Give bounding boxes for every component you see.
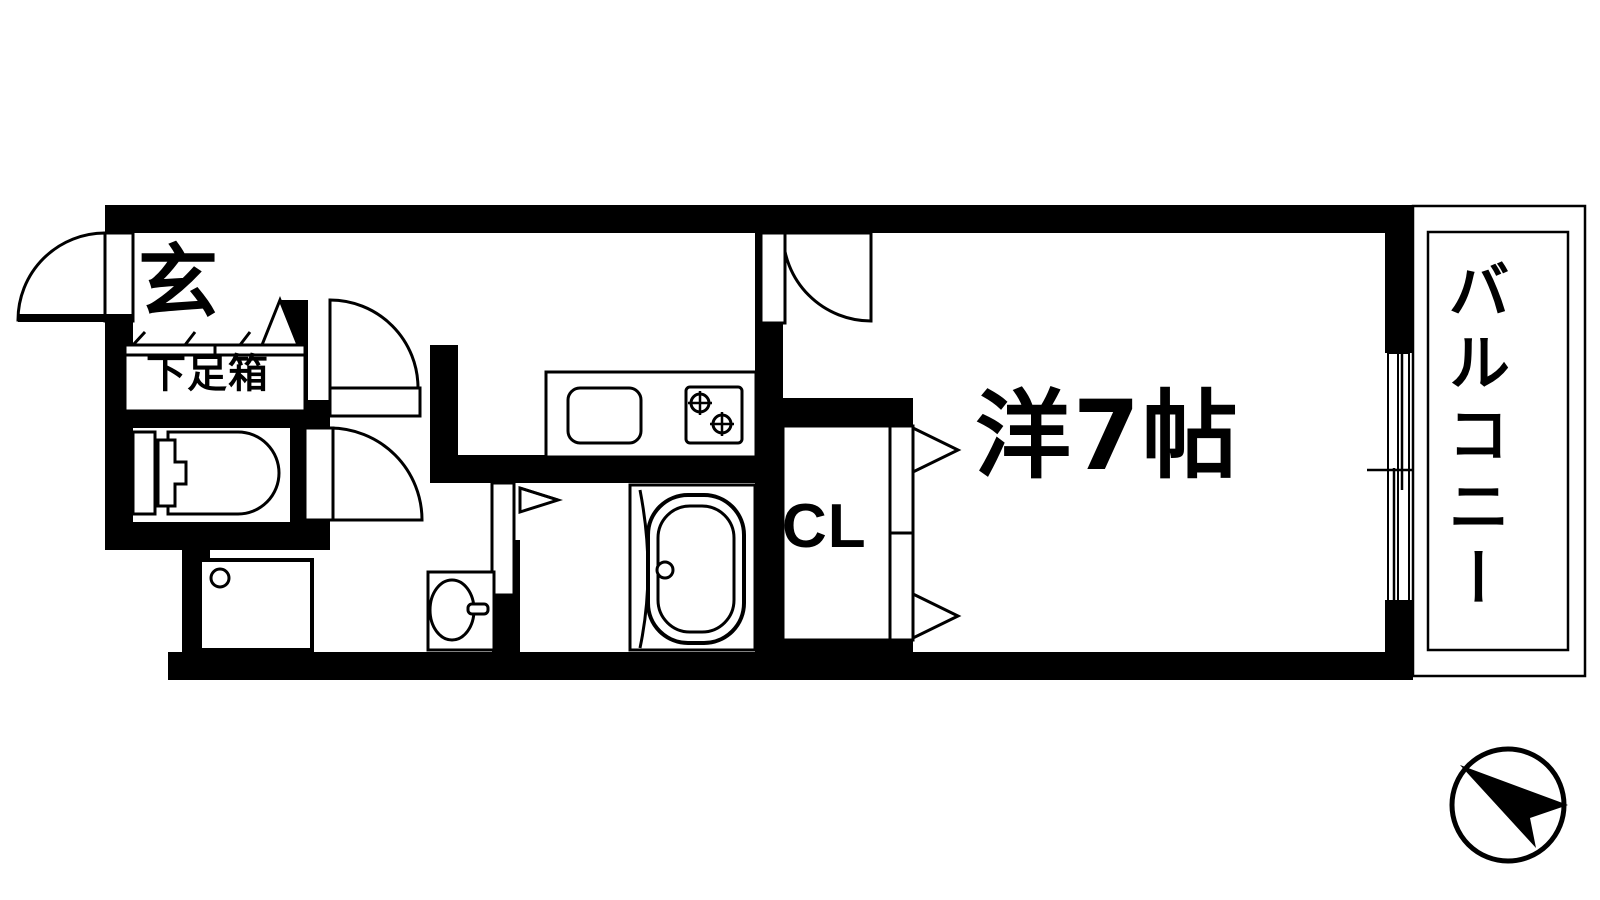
shoe-cabinet <box>123 343 307 413</box>
walls <box>105 205 1413 680</box>
closet-label: CL <box>782 492 867 561</box>
toilet <box>131 430 281 516</box>
bathroom-door[interactable] <box>490 481 563 597</box>
corridor-door[interactable] <box>328 298 422 418</box>
shoebox-label: 下足箱 <box>146 351 269 397</box>
kitchen-counter <box>544 370 758 459</box>
closet-doors[interactable] <box>781 424 962 642</box>
entry-door[interactable] <box>16 231 135 323</box>
toilet-door[interactable] <box>303 426 424 522</box>
kitchen-sink <box>566 386 643 445</box>
wash-basin <box>426 570 496 652</box>
balcony-label: バルコニー <box>1437 258 1510 618</box>
washing-machine-pan <box>198 558 314 652</box>
living-room-door[interactable] <box>759 231 873 325</box>
bathtub <box>628 483 757 652</box>
balcony-window[interactable] <box>1367 352 1428 602</box>
room-label: 洋7帖 <box>975 380 1240 492</box>
balcony-outline <box>1411 204 1587 678</box>
entrance-label: 玄 <box>138 236 218 329</box>
kitchen-stove <box>684 385 744 445</box>
north-arrow <box>1449 746 1568 864</box>
